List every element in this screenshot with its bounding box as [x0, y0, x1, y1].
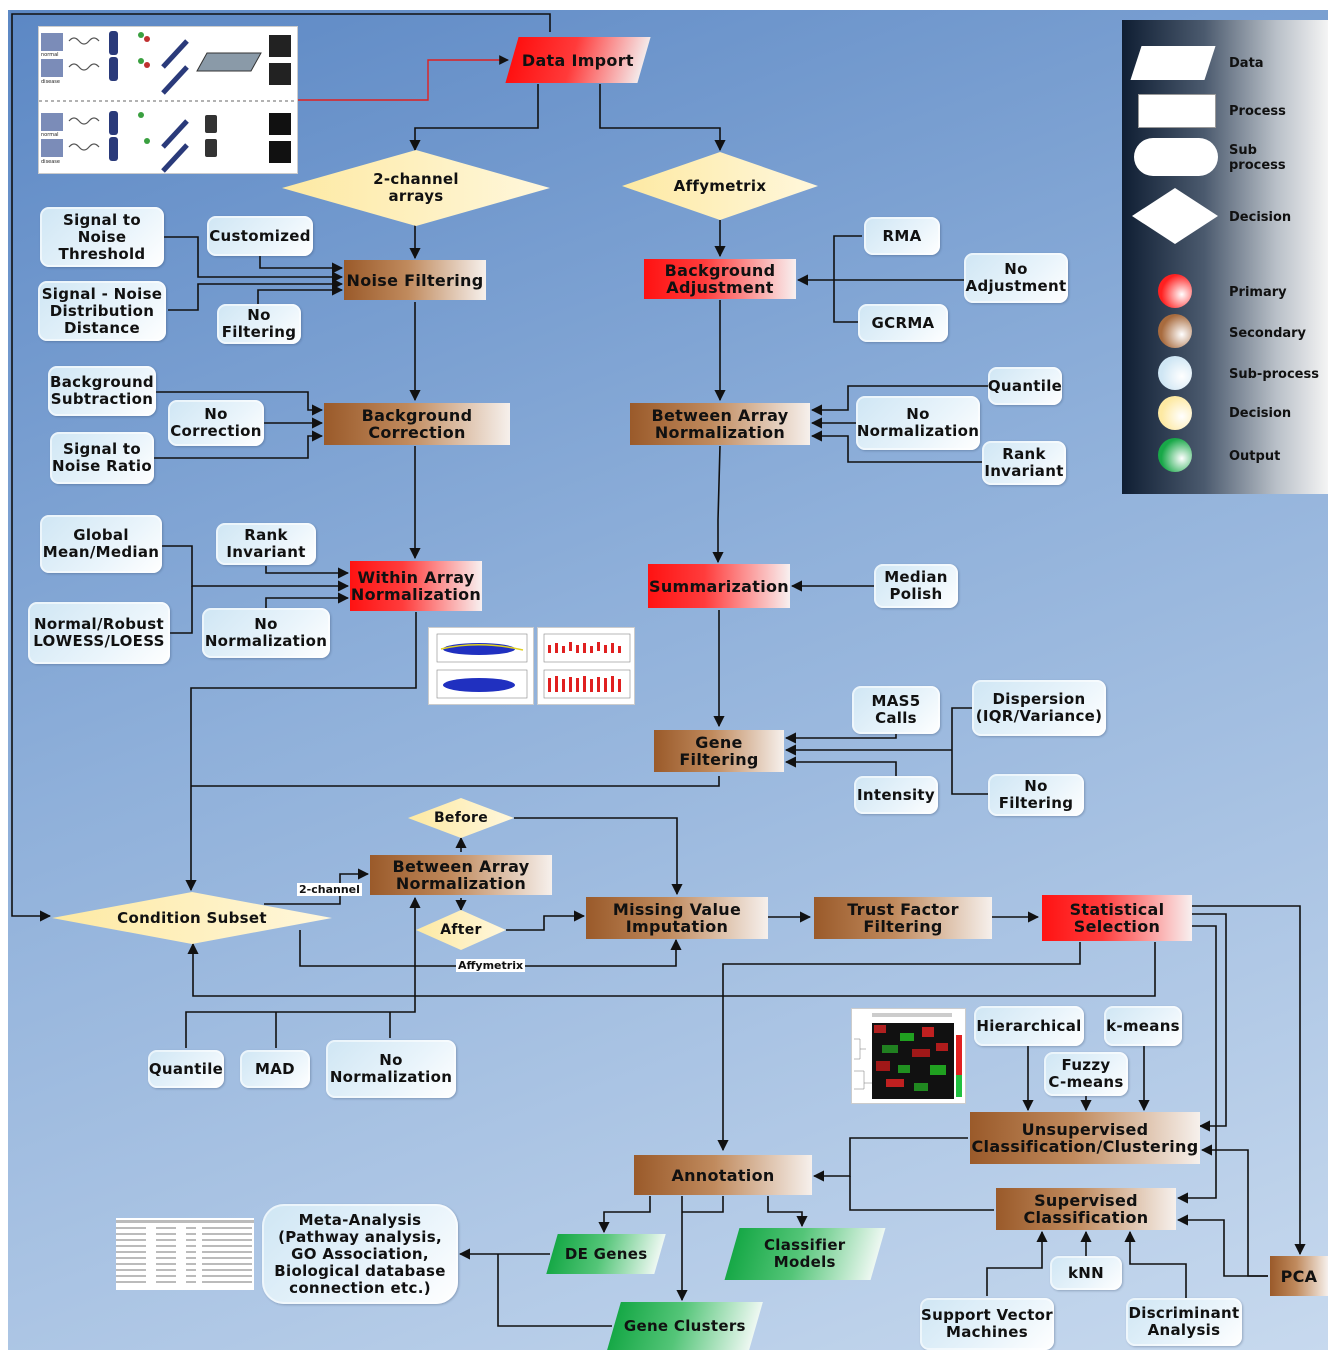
- top-margin: [0, 0, 1328, 10]
- noise-filtering-node: Noise Filtering: [344, 260, 486, 300]
- summarization-node: Summarization: [648, 564, 790, 608]
- pca-node: PCA: [1270, 1256, 1328, 1296]
- mas5-calls-node: MAS5 Calls: [852, 686, 940, 734]
- knn-node: kNN: [1050, 1256, 1122, 1290]
- discriminant-analysis-node: Discriminant Analysis: [1126, 1298, 1242, 1346]
- within-array-normalization-node: Within Array Normalization: [350, 561, 482, 611]
- gene-clusters-output: Gene Clusters: [607, 1302, 763, 1350]
- decision-color-swatch: [1158, 396, 1192, 430]
- background-adjustment-node: Background Adjustment: [644, 259, 796, 299]
- normal-label: normal: [41, 132, 59, 138]
- signal-noise-threshold-node: Signal to Noise Threshold: [40, 207, 164, 267]
- missing-value-imputation-node: Missing Value Imputation: [586, 897, 768, 939]
- rank-invariant-node: Rank Invariant: [216, 523, 316, 565]
- no-filtering-node: No Filtering: [217, 304, 301, 344]
- signal-noise-distribution-node: Signal - Noise Distribution Distance: [38, 281, 166, 341]
- no-normalization-node: No Normalization: [326, 1040, 456, 1098]
- classifier-models-output: Classifier Models: [724, 1228, 886, 1280]
- no-normalization-node: No Normalization: [202, 608, 330, 658]
- disease-label: disease: [41, 79, 60, 85]
- gcrma-node: GCRMA: [858, 304, 948, 342]
- legend-panel: Data Process Sub process Decision Primar…: [1122, 20, 1328, 494]
- process-shape-swatch: [1138, 94, 1216, 128]
- normal-robust-lowess-node: Normal/Robust LOWESS/LOESS: [28, 602, 170, 664]
- trust-factor-filtering-node: Trust Factor Filtering: [814, 897, 992, 939]
- customized-node: Customized: [207, 216, 313, 256]
- array-workflow-illustration: normal disease normal disease: [39, 31, 297, 173]
- rma-node: RMA: [864, 217, 940, 255]
- between-array-normalization-node: Between Array Normalization: [630, 403, 810, 445]
- unsupervised-clustering-node: Unsupervised Classification/Clustering: [970, 1112, 1200, 1164]
- ma-plot-illustration: [436, 633, 528, 699]
- output-color-swatch: [1158, 438, 1192, 472]
- fuzzy-c-means-node: Fuzzy C-means: [1044, 1052, 1128, 1096]
- legend-label: Output: [1229, 449, 1281, 464]
- between-array-normalization-node: Between Array Normalization: [370, 855, 552, 895]
- global-mean-median-node: Global Mean/Median: [40, 515, 162, 573]
- supervised-classification-node: Supervised Classification: [996, 1188, 1176, 1230]
- median-polish-node: Median Polish: [874, 564, 958, 608]
- subprocess-color-swatch: [1158, 356, 1192, 390]
- edge-label-affymetrix: Affymetrix: [456, 959, 526, 972]
- legend-label: Sub process: [1229, 143, 1286, 173]
- gene-filtering-node: Gene Filtering: [654, 730, 784, 772]
- hierarchical-node: Hierarchical: [974, 1006, 1084, 1046]
- k-means-node: k-means: [1104, 1006, 1182, 1046]
- legend-label: Decision: [1229, 210, 1292, 225]
- no-adjustment-node: No Adjustment: [964, 253, 1068, 303]
- array-workflow-image: normal disease normal disease: [38, 26, 298, 174]
- meta-analysis-node: Meta-Analysis (Pathway analysis, GO Asso…: [262, 1204, 458, 1304]
- statistical-selection-node: Statistical Selection: [1042, 895, 1192, 941]
- quantile-node: Quantile: [988, 367, 1062, 405]
- left-margin: [0, 0, 8, 1350]
- no-correction-node: No Correction: [168, 400, 264, 446]
- gene-table-illustration: [116, 1220, 254, 1283]
- heatmap-illustration: [854, 1013, 962, 1099]
- disease-label: disease: [41, 159, 60, 165]
- signal-noise-ratio-node: Signal to Noise Ratio: [50, 432, 154, 484]
- de-genes-output: DE Genes: [546, 1234, 666, 1274]
- support-vector-machines-node: Support Vector Machines: [920, 1298, 1054, 1350]
- legend-label: Data: [1229, 56, 1264, 71]
- background-subtraction-node: Background Subtraction: [48, 366, 156, 416]
- gene-table-image: [116, 1218, 254, 1290]
- legend-label: Secondary: [1229, 326, 1307, 341]
- subprocess-shape-swatch: [1134, 138, 1218, 176]
- normal-label: normal: [41, 52, 59, 58]
- data-import-node: Data Import: [505, 37, 651, 83]
- legend-label: Sub-process: [1229, 367, 1319, 382]
- mad-node: MAD: [240, 1050, 310, 1088]
- edge-label-2-channel: 2-channel: [297, 883, 362, 896]
- no-filtering-node: No Filtering: [988, 774, 1084, 816]
- intensity-node: Intensity: [854, 776, 938, 814]
- boxplot-illustration: [543, 633, 631, 699]
- legend-label: Process: [1229, 104, 1286, 119]
- secondary-color-swatch: [1158, 314, 1192, 348]
- decision-shape-swatch: [1132, 188, 1218, 244]
- legend-label: Decision: [1229, 406, 1292, 421]
- legend-label: Primary: [1229, 285, 1287, 300]
- primary-color-swatch: [1158, 274, 1192, 308]
- quantile-node: Quantile: [148, 1050, 224, 1088]
- no-normalization-node: No Normalization: [856, 396, 980, 450]
- rank-invariant-node: Rank Invariant: [982, 441, 1066, 485]
- annotation-node: Annotation: [634, 1155, 812, 1195]
- ma-plot-image: [428, 627, 534, 705]
- dispersion-node: Dispersion (IQR/Variance): [972, 680, 1106, 736]
- heatmap-image: [851, 1008, 966, 1104]
- data-shape-swatch: [1130, 46, 1216, 80]
- background-correction-node: Background Correction: [324, 403, 510, 445]
- boxplot-image: [537, 627, 635, 705]
